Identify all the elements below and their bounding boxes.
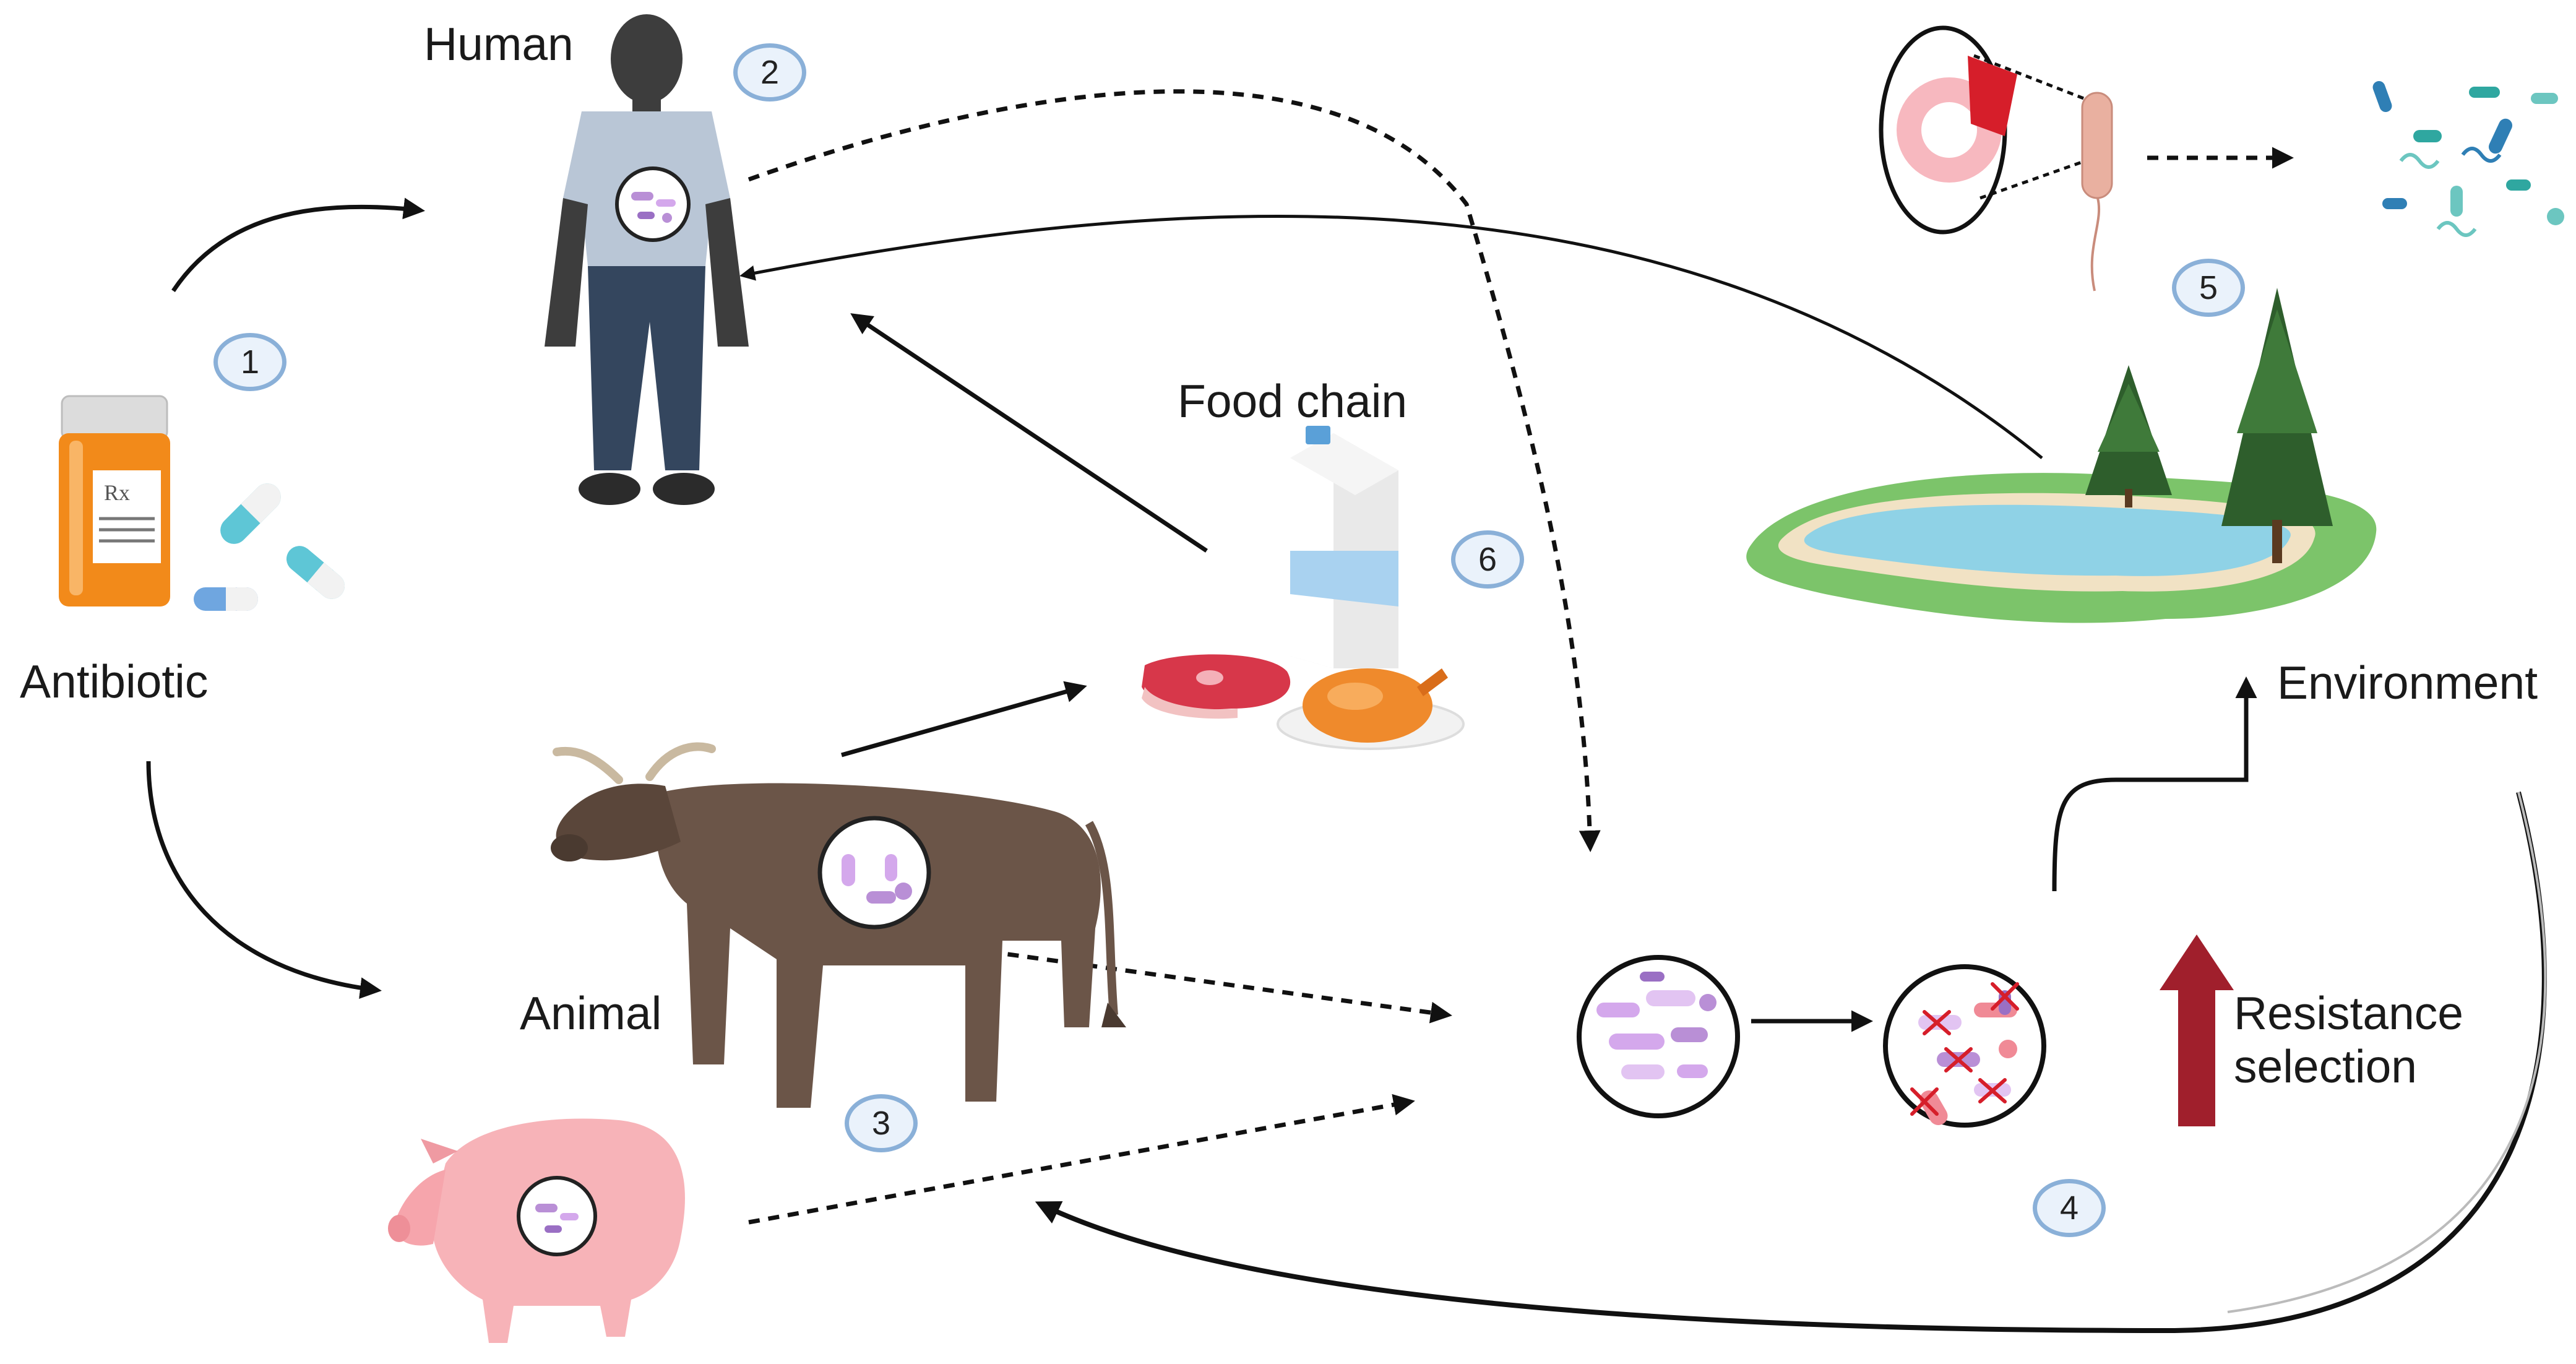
step-badge-6: 6 (1451, 530, 1524, 589)
arrow-environment-to-human (739, 214, 2043, 459)
bacteria-cluster-icon (2372, 80, 2564, 237)
selection-circle-icon (1883, 964, 2046, 1128)
arrow-antibiotic-to-animal (146, 761, 382, 999)
bacterium-icon (2081, 92, 2113, 291)
step-badge-3: 3 (845, 1094, 918, 1152)
arrow-animal-to-food (841, 681, 1087, 758)
arrow-antibiotic-to-human (171, 197, 425, 292)
arrow-selection-to-environment (2052, 676, 2257, 892)
label-environment: Environment (2277, 657, 2538, 709)
pig-microbiome-circle-icon (517, 1176, 597, 1256)
flow-arrows (146, 89, 2547, 1334)
label-resistance-selection: Resistance selection (2234, 986, 2463, 1094)
label-resistance-line2: selection (2234, 1040, 2418, 1093)
arrow-pig-to-gut-dotted (748, 1094, 1415, 1225)
step-badge-5: 5 (2172, 259, 2245, 317)
bacterium-zoom-icon (1879, 25, 2086, 235)
label-food-chain: Food chain (1178, 375, 1408, 427)
label-antibiotic: Antibiotic (20, 655, 209, 707)
step-badge-2: 2 (733, 43, 806, 101)
steak-icon (1142, 654, 1291, 719)
arrow-food-to-human (850, 313, 1208, 553)
svg-text:Rx: Rx (104, 480, 130, 505)
label-animal: Animal (520, 987, 662, 1039)
label-resistance-line1: Resistance (2234, 987, 2464, 1039)
capsule-icon (194, 483, 345, 611)
pine-tree-icon (2085, 288, 2333, 563)
step-badge-1: 1 (213, 333, 286, 391)
gut-microbiome-circle-icon (1577, 955, 1740, 1118)
return-curve-gray (2227, 792, 2547, 1313)
arrow-human-to-gut-dotted (747, 89, 1601, 852)
label-human: Human (424, 18, 574, 70)
cow-icon (551, 742, 1126, 1108)
human-figure-icon (545, 14, 749, 505)
microbiome-circle-icon (615, 166, 691, 242)
pill-bottle-icon: Rx (59, 395, 170, 606)
milk-carton-icon (1290, 426, 1398, 668)
lake-icon (1746, 473, 2377, 623)
step-badge-4: 4 (2033, 1179, 2106, 1237)
cow-microbiome-circle-icon (817, 816, 931, 930)
up-arrow-icon (2160, 935, 2234, 1126)
roast-chicken-icon (1277, 668, 1465, 750)
